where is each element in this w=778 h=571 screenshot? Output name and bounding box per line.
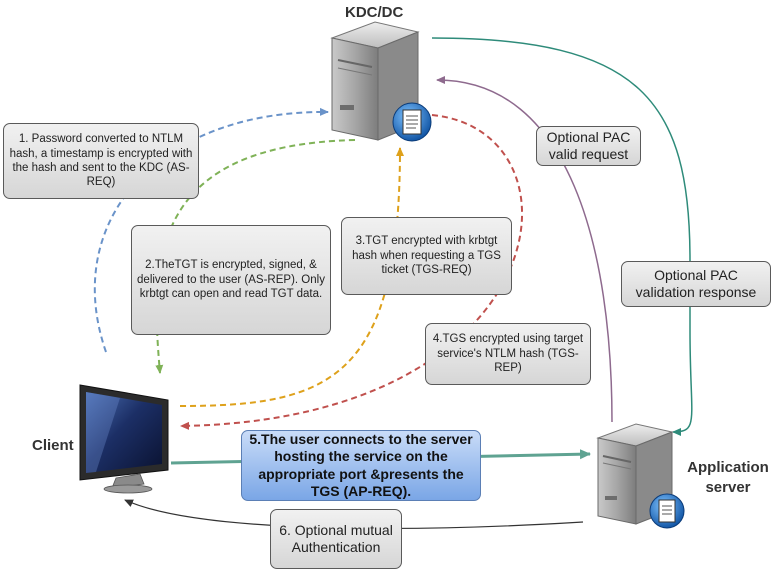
step-2-box: 2.TheTGT is encrypted, signed, & deliver…	[131, 225, 331, 335]
step-1-box: 1. Password converted to NTLM hash, a ti…	[3, 123, 199, 199]
pac-request-box: Optional PAC valid request	[536, 126, 641, 166]
pac-response-box: Optional PAC validation response	[621, 261, 771, 307]
app-server-document-globe-icon	[649, 493, 685, 529]
arrow-pac-request	[436, 76, 613, 423]
arrow-pac-response	[431, 37, 693, 436]
kdc-document-globe-icon	[392, 102, 432, 142]
app-server-label: Application server	[687, 459, 769, 496]
step-3-box: 3.TGT encrypted with krbtgt hash when re…	[341, 217, 512, 295]
client-label: Client	[32, 437, 74, 454]
arrow-step3-tgs-req	[179, 147, 404, 407]
step-4-box: 4.TGS encrypted using target service's N…	[425, 323, 591, 385]
client-monitor-icon	[79, 384, 169, 494]
arrow-step2-as-rep	[155, 139, 356, 374]
kdc-label: KDC/DC	[345, 4, 404, 21]
step-5-box: 5.The user connects to the server hostin…	[241, 430, 481, 501]
step-6-box: 6. Optional mutual Authentication	[270, 509, 402, 569]
